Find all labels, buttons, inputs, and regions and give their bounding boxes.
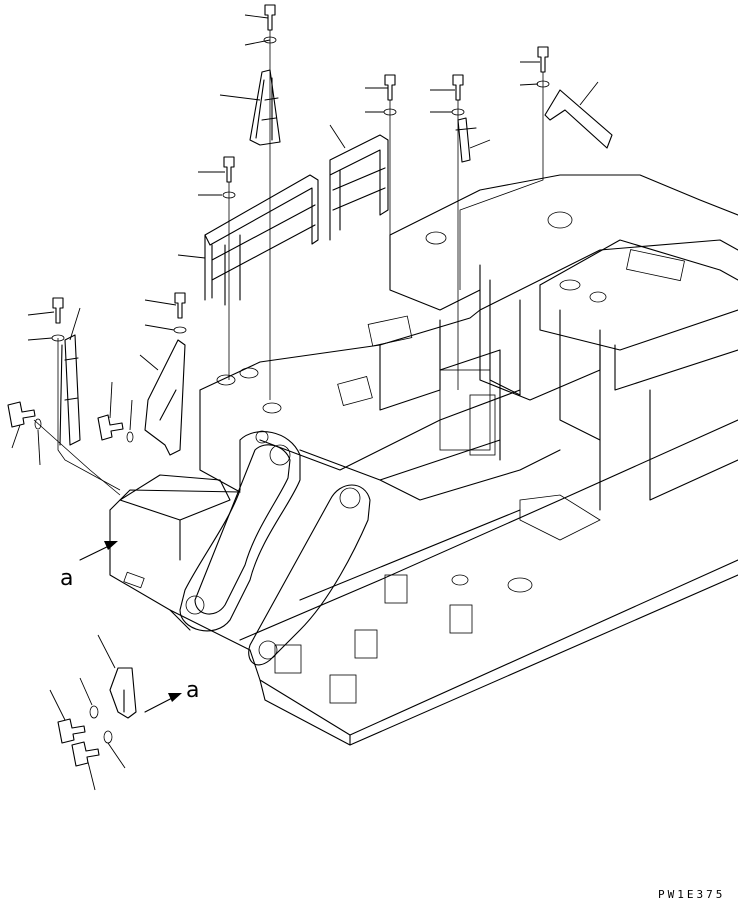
view-label-a-upper: a	[60, 566, 73, 591]
handrail-small-right	[455, 117, 477, 163]
view-label-a-lower: a	[186, 678, 199, 703]
handrail-top-left	[249, 69, 281, 146]
handrail-left-post	[59, 334, 81, 446]
view-arrow-lower	[144, 693, 182, 713]
handrail-centre	[329, 134, 389, 241]
handrail-long	[204, 174, 319, 306]
grab-bar-right	[544, 89, 613, 149]
assembly-lines	[11, 14, 599, 791]
revolving-frame	[109, 174, 738, 746]
drawing-code: PW1E375	[658, 888, 725, 901]
handrail-small-left	[144, 339, 186, 456]
handrail-detail	[109, 667, 137, 719]
view-arrow-upper	[79, 541, 118, 561]
